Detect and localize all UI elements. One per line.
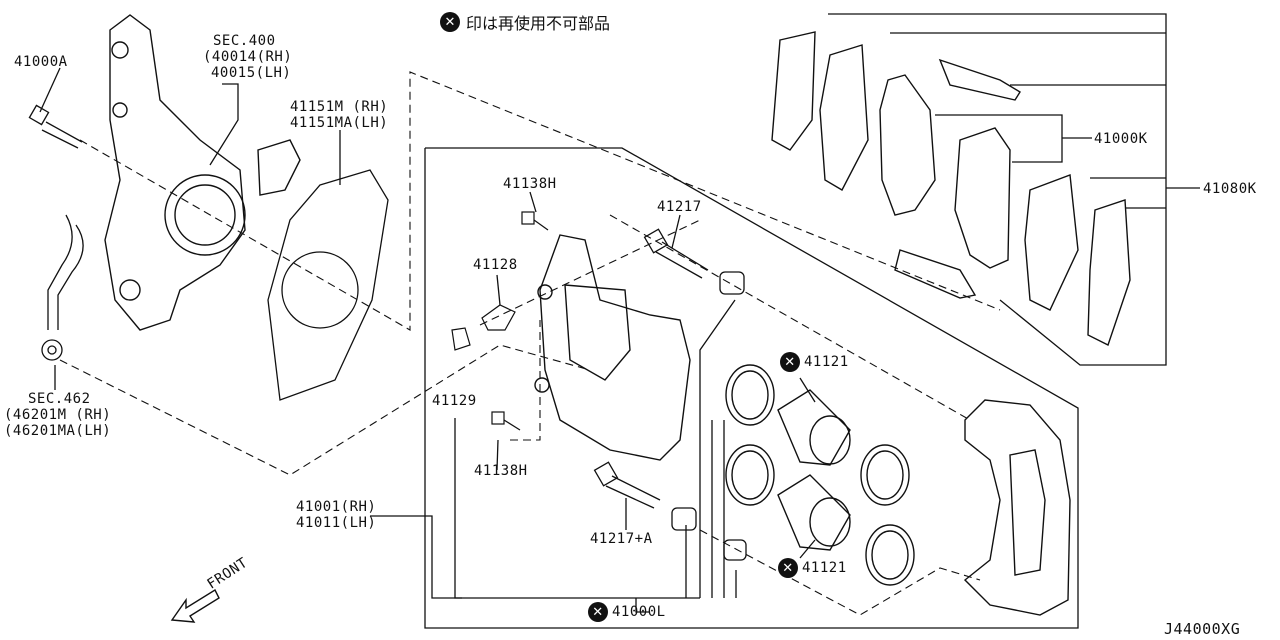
label-41001: 41001(RH) <box>296 499 377 515</box>
label-41138h-top: 41138H <box>503 176 557 192</box>
circled-x-icon: ✕ <box>778 558 798 578</box>
label-41000k: 41000K <box>1094 131 1148 147</box>
label-41217a: 41217+A <box>590 531 653 547</box>
label-41080k: 41080K <box>1203 181 1257 197</box>
brake-pads <box>771 31 1131 346</box>
label-46201ma: (46201MA(LH) <box>4 423 112 439</box>
label-41217: 41217 <box>657 199 702 215</box>
label-41128: 41128 <box>473 257 518 273</box>
dust-shield <box>267 169 389 401</box>
label-41011: 41011(LH) <box>296 515 377 531</box>
brake-hose <box>41 214 84 361</box>
label-46201m: (46201M (RH) <box>4 407 112 423</box>
label-41000l-text: 41000L <box>612 603 666 620</box>
bracket-41000k <box>935 114 1063 163</box>
kit-bracket-41080k <box>828 13 1167 366</box>
front-arrow-icon <box>170 589 220 623</box>
bolt-41138h <box>491 211 549 431</box>
label-41151ma: 41151MA(LH) <box>290 115 389 131</box>
label-41000l: ✕ 41000L <box>588 602 666 622</box>
steering-knuckle <box>104 14 301 331</box>
label-sec462: SEC.462 <box>28 391 91 407</box>
label-41121-top: ✕ 41121 <box>780 352 849 372</box>
caliper-body <box>534 234 691 461</box>
label-sec400: SEC.400 <box>213 33 276 49</box>
torque-member <box>963 399 1071 616</box>
diagram-code: J44000XG <box>1164 620 1241 638</box>
label-40014: (40014(RH) <box>203 49 293 65</box>
caliper-assembly-frame <box>424 147 1079 629</box>
label-41121-bottom-text: 41121 <box>802 559 847 576</box>
label-41121-bottom: ✕ 41121 <box>778 558 847 578</box>
pistons <box>777 389 851 551</box>
guide-pin-41217a <box>593 461 747 561</box>
label-40015: 40015(LH) <box>211 65 292 81</box>
label-41000a: 41000A <box>14 54 68 70</box>
circled-x-icon: ✕ <box>588 602 608 622</box>
label-41151m: 41151M (RH) <box>290 99 389 115</box>
legend: ✕ 印は再使用不可部品 <box>440 10 610 34</box>
legend-text: 印は再使用不可部品 <box>466 14 611 33</box>
circled-x-icon: ✕ <box>780 352 800 372</box>
guide-pin-41217 <box>643 228 745 295</box>
label-41121-top-text: 41121 <box>804 353 849 370</box>
circled-x-icon: ✕ <box>440 12 460 32</box>
piston-seals <box>725 364 915 586</box>
bolt-41000a <box>28 104 83 149</box>
bleeder-41128 <box>451 304 516 351</box>
label-41129: 41129 <box>432 393 477 409</box>
label-41138h-bottom: 41138H <box>474 463 528 479</box>
